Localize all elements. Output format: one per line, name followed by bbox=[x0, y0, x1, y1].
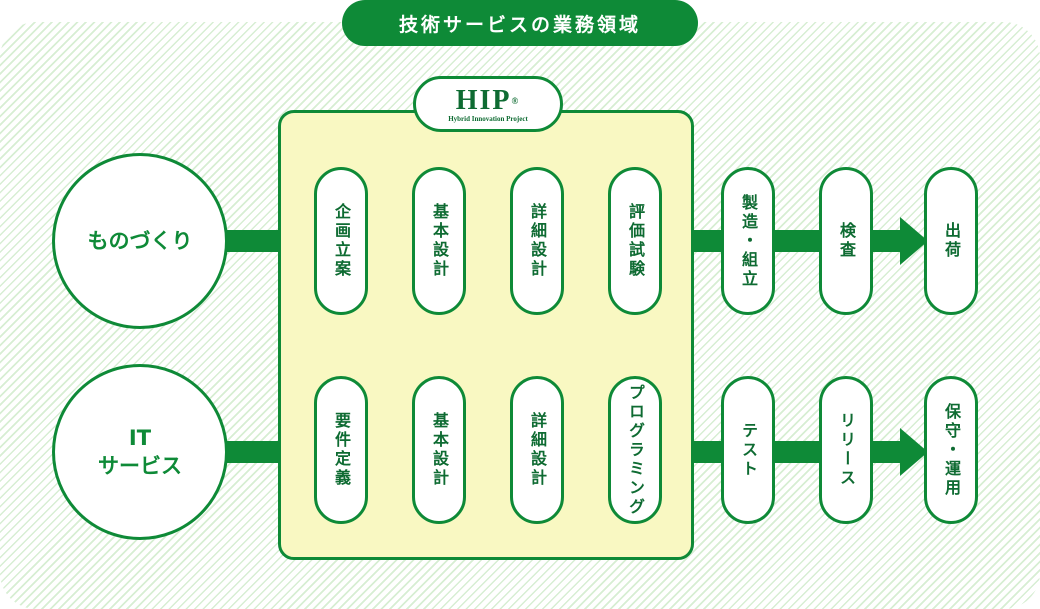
step-label: プログラミング bbox=[626, 383, 645, 517]
step-kikaku-ritsuan: 企画立案 bbox=[314, 167, 368, 315]
category-label-line: サービス bbox=[98, 454, 182, 478]
category-label-line: IT bbox=[128, 426, 152, 450]
category-label: ものづくり bbox=[87, 229, 193, 253]
step-shousai-sekkei-it: 詳細設計 bbox=[510, 376, 564, 524]
hip-logo: HIP® Hybrid Innovation Project bbox=[413, 76, 563, 132]
hip-logo-text: HIP bbox=[455, 85, 512, 116]
category-circle-it-service: IT サービス bbox=[52, 364, 228, 540]
step-programming: プログラミング bbox=[608, 376, 662, 524]
step-label: テスト bbox=[739, 421, 758, 479]
hip-logo-subtitle: Hybrid Innovation Project bbox=[448, 115, 528, 123]
step-label: 検査 bbox=[837, 222, 856, 260]
step-label: 基本設計 bbox=[430, 203, 449, 279]
step-label: 評価試験 bbox=[626, 203, 645, 279]
step-label: 基本設計 bbox=[430, 412, 449, 488]
step-label: 要件定義 bbox=[332, 412, 351, 488]
step-label: 企画立案 bbox=[332, 203, 351, 279]
step-label: 出荷 bbox=[942, 222, 961, 260]
step-shousai-sekkei: 詳細設計 bbox=[510, 167, 564, 315]
step-label: 製造・組立 bbox=[739, 193, 758, 289]
step-test: テスト bbox=[721, 376, 775, 524]
step-label: 詳細設計 bbox=[528, 203, 547, 279]
step-release: リリース bbox=[819, 376, 873, 524]
step-hoshu-unyou: 保守・運用 bbox=[924, 376, 978, 524]
category-circle-monozukuri: ものづくり bbox=[52, 153, 228, 329]
step-hyouka-shiken: 評価試験 bbox=[608, 167, 662, 315]
arrow-head-monozukuri bbox=[900, 217, 928, 265]
arrow-head-it-service bbox=[900, 428, 928, 476]
step-kihon-sekkei: 基本設計 bbox=[412, 167, 466, 315]
step-kensa: 検査 bbox=[819, 167, 873, 315]
step-kihon-sekkei-it: 基本設計 bbox=[412, 376, 466, 524]
diagram-title: 技術サービスの業務領域 bbox=[342, 0, 698, 46]
step-youken-teigi: 要件定義 bbox=[314, 376, 368, 524]
step-label: 詳細設計 bbox=[528, 412, 547, 488]
hip-logo-mark: ® bbox=[511, 96, 521, 106]
step-label: リリース bbox=[837, 412, 856, 488]
step-seizou-kumitate: 製造・組立 bbox=[721, 167, 775, 315]
step-shukka: 出荷 bbox=[924, 167, 978, 315]
step-label: 保守・運用 bbox=[942, 402, 961, 498]
